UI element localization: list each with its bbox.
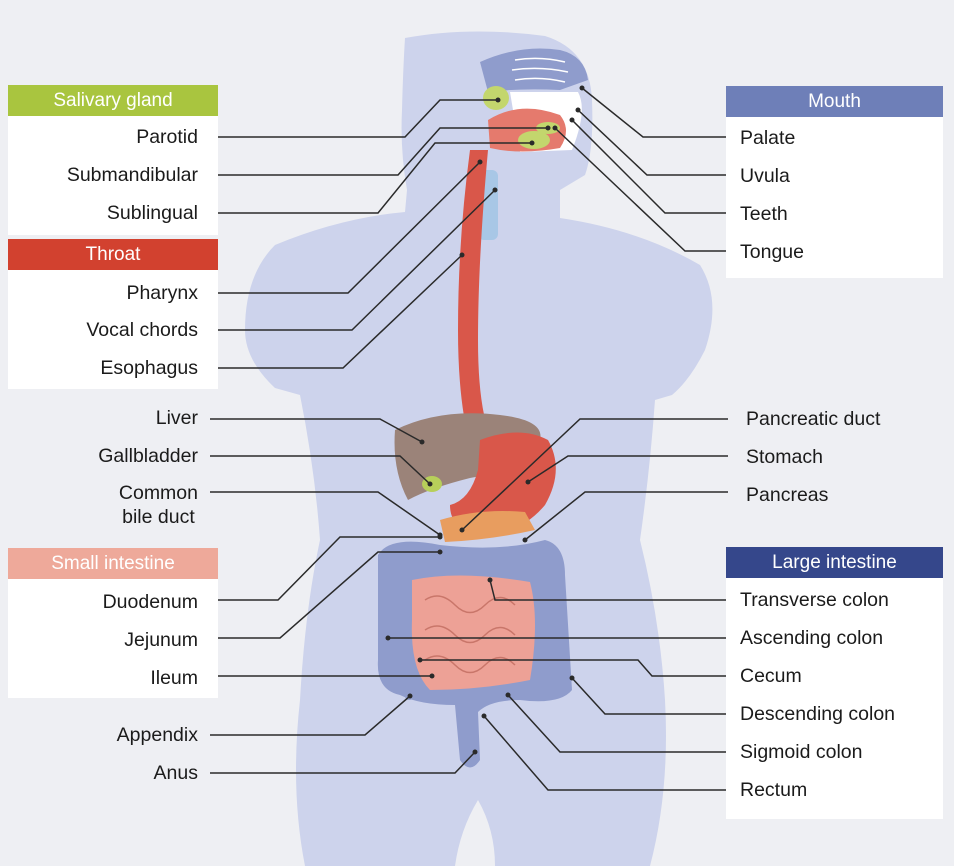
small-intestine-panel: Small intestine xyxy=(8,548,218,698)
nasal-lines xyxy=(511,57,569,83)
throat-panel: Throat xyxy=(8,239,218,389)
mouth-panel: Mouth xyxy=(726,86,943,278)
label-liver: Liver xyxy=(155,407,198,429)
label-pharynx: Pharynx xyxy=(126,282,198,304)
label-teeth: Teeth xyxy=(740,203,788,225)
label-stomach: Stomach xyxy=(746,446,823,468)
large-intestine-title: Large intestine xyxy=(726,547,943,578)
parotid-gland xyxy=(483,86,509,110)
label-common-bile-duct: Common bile duct xyxy=(119,482,198,528)
small-intestine-shape xyxy=(411,575,535,690)
submandibular-gland xyxy=(518,131,550,149)
leader-dots xyxy=(385,85,585,755)
pancreas-shape xyxy=(440,511,535,542)
label-duodenum: Duodenum xyxy=(102,591,198,613)
small-intestine-coils xyxy=(424,595,516,674)
small-intestine-title: Small intestine xyxy=(8,548,218,579)
label-esophagus: Esophagus xyxy=(100,357,198,379)
label-pancreatic-duct: Pancreatic duct xyxy=(746,408,881,430)
label-descending-colon: Descending colon xyxy=(740,703,896,725)
label-cecum: Cecum xyxy=(740,665,802,687)
label-pancreas: Pancreas xyxy=(746,484,829,506)
label-parotid: Parotid xyxy=(136,126,198,148)
label-transverse-colon: Transverse colon xyxy=(740,589,889,611)
label-vocal-chords: Vocal chords xyxy=(86,319,198,341)
large-intestine-panel: Large intestine xyxy=(726,547,943,819)
label-jejunum: Jejunum xyxy=(124,629,198,651)
stomach-shape xyxy=(450,432,556,535)
mouth-title: Mouth xyxy=(726,86,943,117)
label-uvula: Uvula xyxy=(740,165,790,187)
label-gallbladder: Gallbladder xyxy=(98,445,198,467)
label-tongue: Tongue xyxy=(740,241,804,263)
label-anus: Anus xyxy=(153,762,198,784)
label-rectum: Rectum xyxy=(740,779,808,801)
label-sublingual: Sublingual xyxy=(106,202,198,224)
throat-title: Throat xyxy=(8,239,218,270)
label-common-bile-duct-line2: bile duct xyxy=(122,506,195,528)
label-sigmoid-colon: Sigmoid colon xyxy=(740,741,863,763)
label-ileum: Ileum xyxy=(150,667,198,689)
label-ascending-colon: Ascending colon xyxy=(740,627,884,649)
salivary-gland-title: Salivary gland xyxy=(8,85,218,116)
leader-lines xyxy=(210,87,728,791)
esophagus-tube xyxy=(458,150,492,445)
label-common-bile-duct-line1: Common xyxy=(118,482,198,504)
label-palate: Palate xyxy=(740,127,796,149)
label-submandibular: Submandibular xyxy=(66,164,198,186)
salivary-gland-panel: Salivary gland xyxy=(8,85,218,235)
label-appendix: Appendix xyxy=(116,724,198,746)
